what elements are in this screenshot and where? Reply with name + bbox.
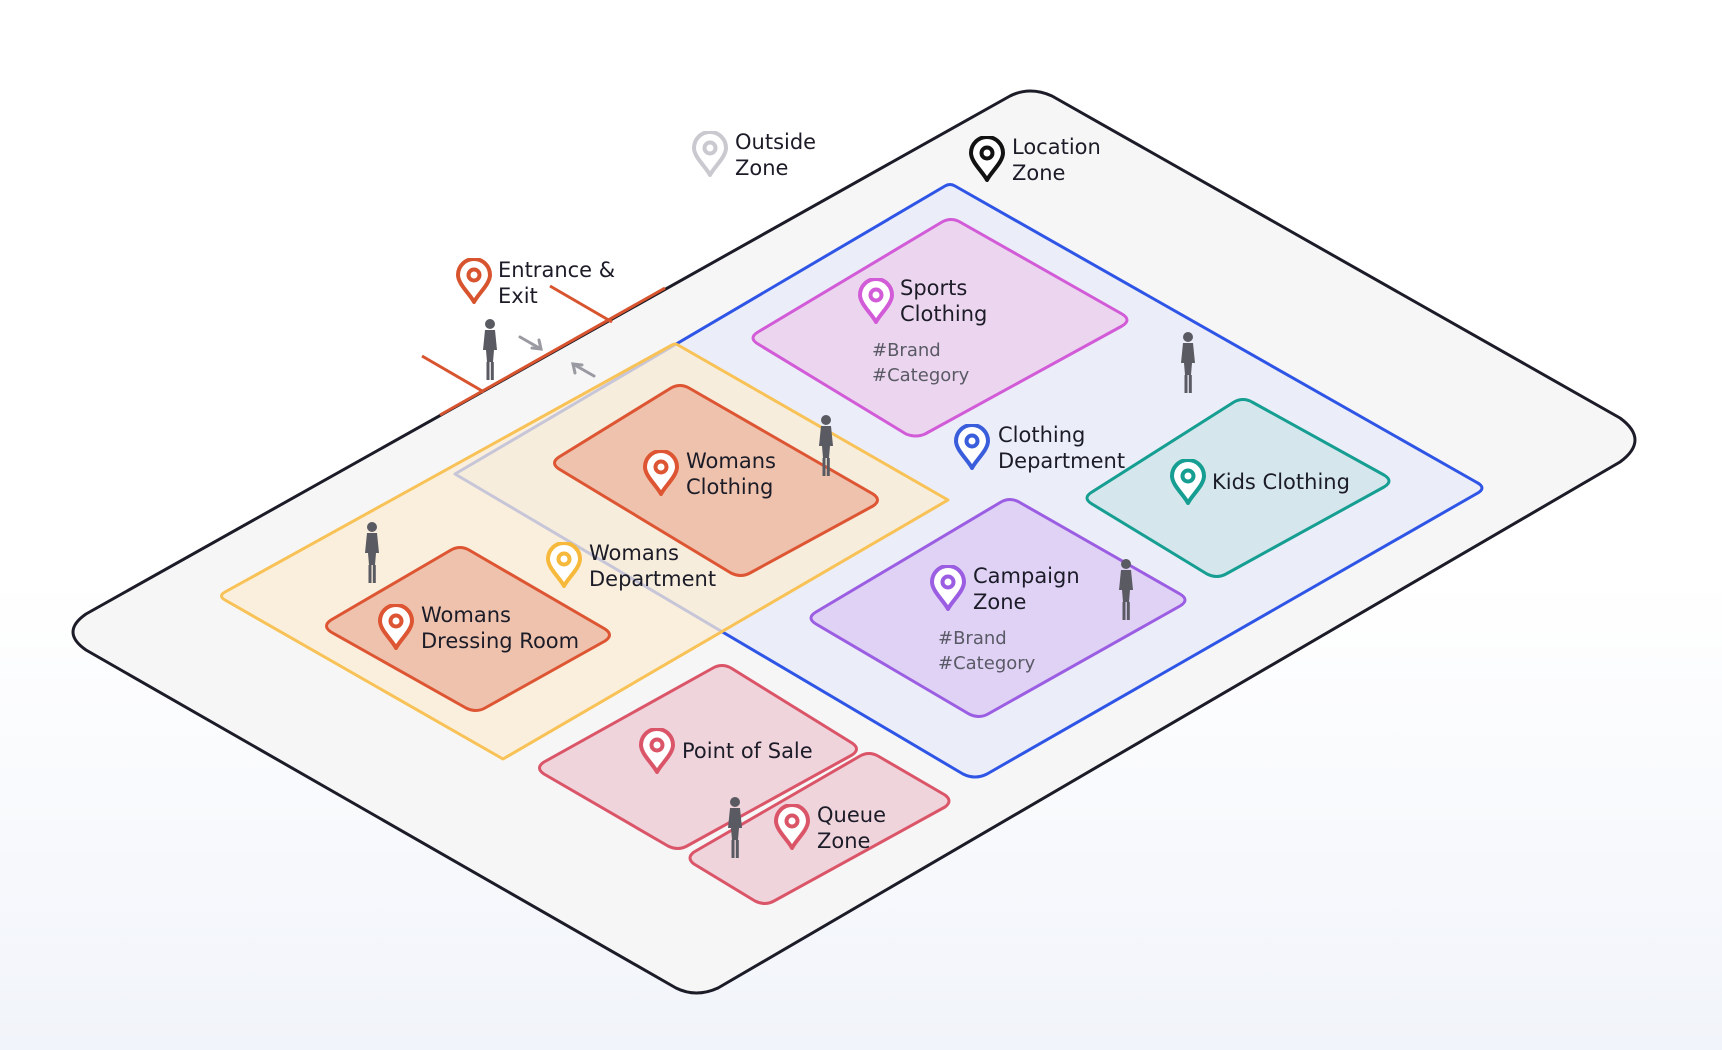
queue-zone-area[interactable] (688, 752, 951, 905)
sports-clothing-area[interactable] (751, 218, 1129, 438)
clothing-department-label: Clothing Department (998, 423, 1125, 473)
campaign-zone-tags: #Brand #Category (938, 628, 1036, 674)
location-zone-label: Location Zone (1012, 135, 1108, 185)
womans-department-label: Womans Department (589, 541, 716, 591)
sports-clothing-label: Sports Clothing (900, 276, 987, 326)
kids-clothing-label: Kids Clothing (1212, 470, 1350, 494)
campaign-zone-label: Campaign Zone (973, 564, 1086, 614)
person-icon (483, 319, 497, 380)
entrance-exit-pin-icon (456, 258, 492, 304)
entrance-walls (421, 284, 666, 417)
sports-clothing-tags: #Brand #Category (872, 340, 970, 386)
outside-zone-label: Outside Zone (735, 130, 823, 180)
queue-zone-label: Queue Zone (817, 803, 893, 853)
campaign-zone-area[interactable] (809, 498, 1187, 718)
entrance-exit-label: Entrance & Exit (498, 258, 622, 308)
womans-clothing-area[interactable] (553, 384, 879, 577)
clothing-department-area[interactable] (453, 183, 1484, 779)
point-of-sale-area[interactable] (538, 664, 858, 850)
womans-dressing-room-label: Womans Dressing Room (421, 603, 579, 653)
outside-zone-pin-icon (692, 131, 728, 177)
entrance-arrows (518, 335, 596, 378)
womans-clothing-label: Womans Clothing (686, 449, 783, 499)
point-of-sale-label: Point of Sale (682, 739, 813, 763)
kids-clothing-area[interactable] (1085, 398, 1391, 578)
womans-dressing-room-area[interactable] (325, 546, 611, 712)
